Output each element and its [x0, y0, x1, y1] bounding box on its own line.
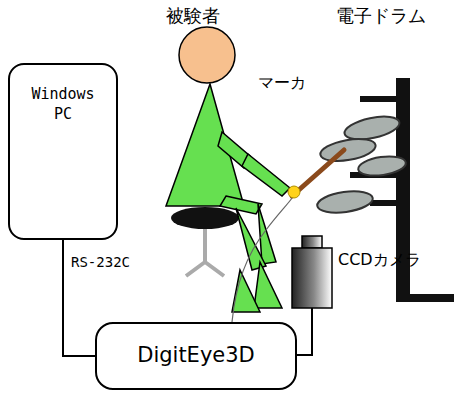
camera-label: CCDカメラ: [338, 250, 421, 271]
stool: [171, 207, 239, 276]
marker-dot: [288, 186, 300, 198]
node-text: DigitEye3D: [137, 342, 255, 369]
node-text: Windows PC: [28, 85, 98, 124]
marker-wire: [232, 198, 292, 322]
controller-box: DigitEye3D: [95, 322, 297, 390]
drum-label: 電子ドラム: [336, 4, 426, 28]
subject-figure: [166, 27, 290, 312]
camera-wire: [297, 308, 312, 355]
drum-kit: [316, 78, 454, 302]
subject-label: 被験者: [166, 4, 220, 28]
edge-label: RS-232C: [69, 254, 132, 270]
computer-box: Windows PC: [8, 63, 118, 240]
ccd-camera: [292, 236, 332, 308]
marker-label: マーカ: [258, 73, 306, 94]
